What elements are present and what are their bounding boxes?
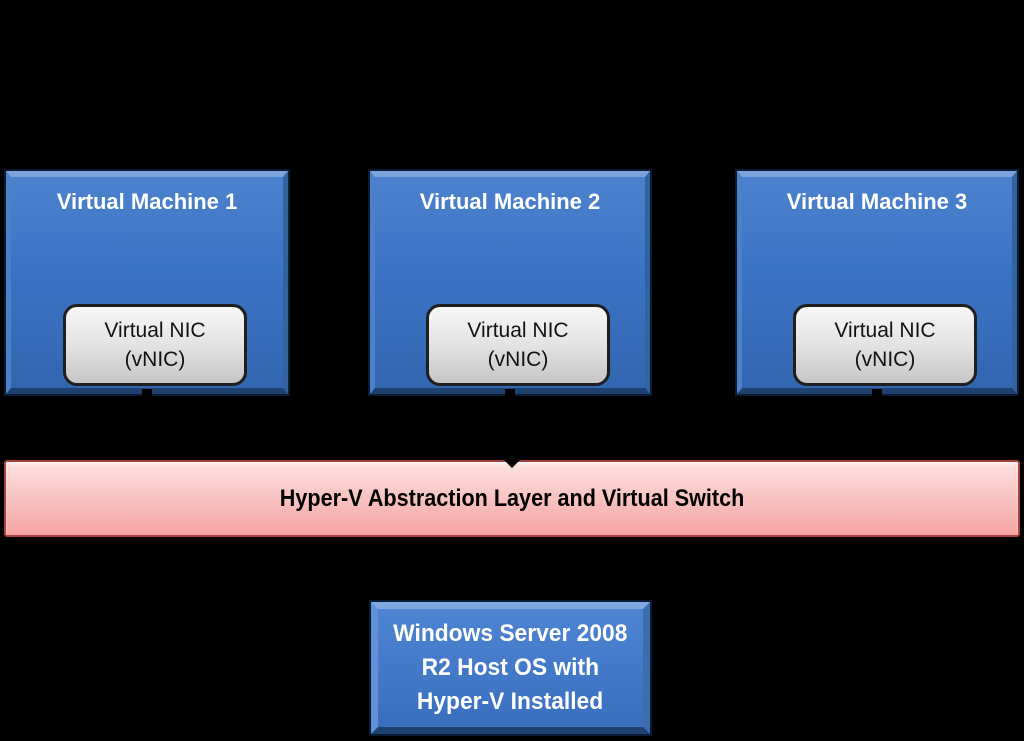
host-os-box-bevel: Windows Server 2008 R2 Host OS with Hype… (371, 602, 650, 734)
vm3-connector-stub (872, 389, 882, 398)
vnic-box-3: Virtual NIC (vNIC) (793, 304, 977, 386)
connector-vm3-to-switch (876, 396, 878, 460)
host-os-line2: R2 Host OS with (421, 654, 600, 681)
vm-box-3: Virtual Machine 3 Virtual NIC (vNIC) (735, 169, 1019, 398)
vm-box-1: Virtual Machine 1 Virtual NIC (vNIC) (4, 169, 290, 398)
connector-vm2-to-switch (511, 396, 513, 460)
host-os-box: Windows Server 2008 R2 Host OS with Hype… (369, 600, 652, 736)
vnic-label-line2: (vNIC) (124, 348, 186, 371)
vnic-label-line1: Virtual NIC (467, 319, 569, 342)
vnic-box-2: Virtual NIC (vNIC) (426, 304, 610, 386)
vm-title-1: Virtual Machine 1 (56, 189, 238, 214)
vm-box-1-bevel: Virtual Machine 1 Virtual NIC (vNIC) (6, 171, 288, 394)
vm-box-3-bevel: Virtual Machine 3 Virtual NIC (vNIC) (737, 171, 1017, 394)
connector-vm1-to-switch (145, 396, 147, 460)
hyperv-switch-bar: Hyper-V Abstraction Layer and Virtual Sw… (4, 460, 1020, 537)
vnic-label-line2: (vNIC) (854, 348, 916, 371)
vnic-box-1: Virtual NIC (vNIC) (63, 304, 247, 386)
vm1-connector-stub (142, 389, 152, 398)
host-os-line3: Hyper-V Installed (417, 688, 604, 715)
vm-box-2-bevel: Virtual Machine 2 Virtual NIC (vNIC) (370, 171, 650, 394)
vm-title-2: Virtual Machine 2 (419, 189, 601, 214)
vnic-label-line2: (vNIC) (487, 348, 549, 371)
vm-box-2: Virtual Machine 2 Virtual NIC (vNIC) (368, 169, 652, 398)
vm-title-3: Virtual Machine 3 (786, 189, 968, 214)
host-os-line1: Windows Server 2008 (393, 620, 628, 647)
vm2-connector-stub (505, 389, 515, 398)
vnic-label-line1: Virtual NIC (834, 319, 936, 342)
arrowhead-icon (503, 459, 521, 468)
vnic-label-line1: Virtual NIC (104, 319, 206, 342)
hyperv-switch-label: Hyper-V Abstraction Layer and Virtual Sw… (279, 484, 745, 512)
